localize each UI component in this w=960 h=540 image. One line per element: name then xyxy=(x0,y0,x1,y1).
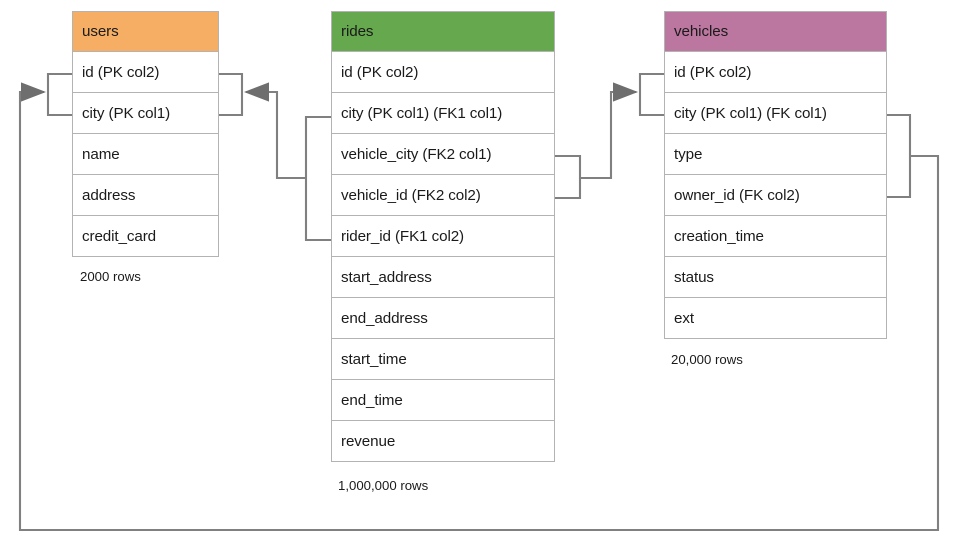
entity-users-header: users xyxy=(72,11,219,52)
entity-rides-column-2[interactable]: vehicle_city (FK2 col1) xyxy=(331,134,555,175)
entity-rides-column-6[interactable]: end_address xyxy=(331,298,555,339)
entity-users-column-0[interactable]: id (PK col2) xyxy=(72,52,219,93)
users-left-bracket xyxy=(46,72,72,117)
wire-vehicles-to-users xyxy=(18,82,940,532)
vehicles-right-bracket xyxy=(887,113,912,199)
rides-right-bracket xyxy=(555,154,582,200)
entity-users-column-3[interactable]: address xyxy=(72,175,219,216)
entity-vehicles-column-5[interactable]: status xyxy=(664,257,887,298)
entity-users[interactable]: users id (PK col2) city (PK col1) name a… xyxy=(72,11,219,257)
wire-rides-to-vehicles xyxy=(580,82,639,180)
entity-rides-row-count: 1,000,000 rows xyxy=(338,478,429,493)
entity-rides-column-7[interactable]: start_time xyxy=(331,339,555,380)
entity-vehicles-column-2[interactable]: type xyxy=(664,134,887,175)
entity-rides-column-4[interactable]: rider_id (FK1 col2) xyxy=(331,216,555,257)
entity-vehicles-column-4[interactable]: creation_time xyxy=(664,216,887,257)
entity-users-row-count: 2000 rows xyxy=(80,269,141,284)
entity-vehicles-column-1[interactable]: city (PK col1) (FK col1) xyxy=(664,93,887,134)
entity-rides-header: rides xyxy=(331,11,555,52)
entity-vehicles-header: vehicles xyxy=(664,11,887,52)
entity-vehicles-column-6[interactable]: ext xyxy=(664,298,887,339)
entity-users-column-2[interactable]: name xyxy=(72,134,219,175)
entity-vehicles[interactable]: vehicles id (PK col2) city (PK col1) (FK… xyxy=(664,11,887,339)
entity-rides-column-5[interactable]: start_address xyxy=(331,257,555,298)
entity-vehicles-row-count: 20,000 rows xyxy=(671,352,743,367)
entity-vehicles-column-0[interactable]: id (PK col2) xyxy=(664,52,887,93)
entity-vehicles-column-3[interactable]: owner_id (FK col2) xyxy=(664,175,887,216)
wire-rides-to-users xyxy=(243,82,306,180)
vehicles-left-bracket xyxy=(638,72,664,117)
entity-rides-column-1[interactable]: city (PK col1) (FK1 col1) xyxy=(331,93,555,134)
entity-rides-column-0[interactable]: id (PK col2) xyxy=(331,52,555,93)
users-right-bracket xyxy=(219,72,244,117)
entity-rides-column-9[interactable]: revenue xyxy=(331,421,555,462)
entity-rides-column-3[interactable]: vehicle_id (FK2 col2) xyxy=(331,175,555,216)
entity-rides-column-8[interactable]: end_time xyxy=(331,380,555,421)
entity-users-column-1[interactable]: city (PK col1) xyxy=(72,93,219,134)
entity-rides[interactable]: rides id (PK col2) city (PK col1) (FK1 c… xyxy=(331,11,555,462)
entity-users-column-4[interactable]: credit_card xyxy=(72,216,219,257)
rides-left-bracket xyxy=(304,115,331,242)
